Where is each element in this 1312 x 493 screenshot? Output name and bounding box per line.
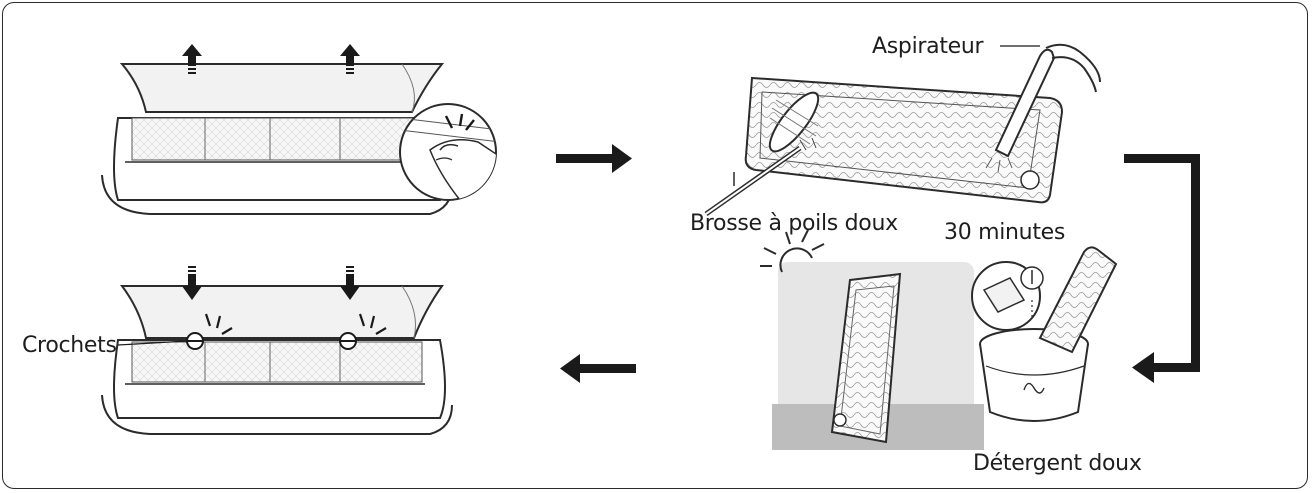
down-arrow-icon [182, 266, 202, 300]
left-arrow-icon [560, 354, 636, 383]
hand-icon [399, 103, 497, 201]
up-arrow-icon [340, 44, 360, 74]
label-brosse: Brosse à poils doux [690, 211, 898, 236]
label-crochets: Crochets [22, 333, 117, 358]
label-detergent: Détergent doux [973, 451, 1142, 476]
up-arrow-icon [182, 44, 202, 74]
label-aspirateur: Aspirateur [872, 34, 984, 59]
soaking-filter [1038, 246, 1118, 354]
unit-install-filter [101, 285, 453, 435]
sun-icon [760, 229, 825, 273]
detergent-bottle-icon [971, 261, 1044, 331]
brush-icon [704, 91, 820, 217]
corner-arrow-icon [1124, 154, 1200, 383]
filter-drying [772, 262, 984, 450]
label-30-minutes: 30 minutes [944, 220, 1066, 245]
right-arrow-icon [556, 144, 632, 173]
filter-cleaning [744, 76, 1064, 204]
unit-remove-filter [101, 63, 453, 215]
down-arrow-icon [340, 266, 360, 300]
vacuum-nozzle-icon [985, 43, 1101, 173]
